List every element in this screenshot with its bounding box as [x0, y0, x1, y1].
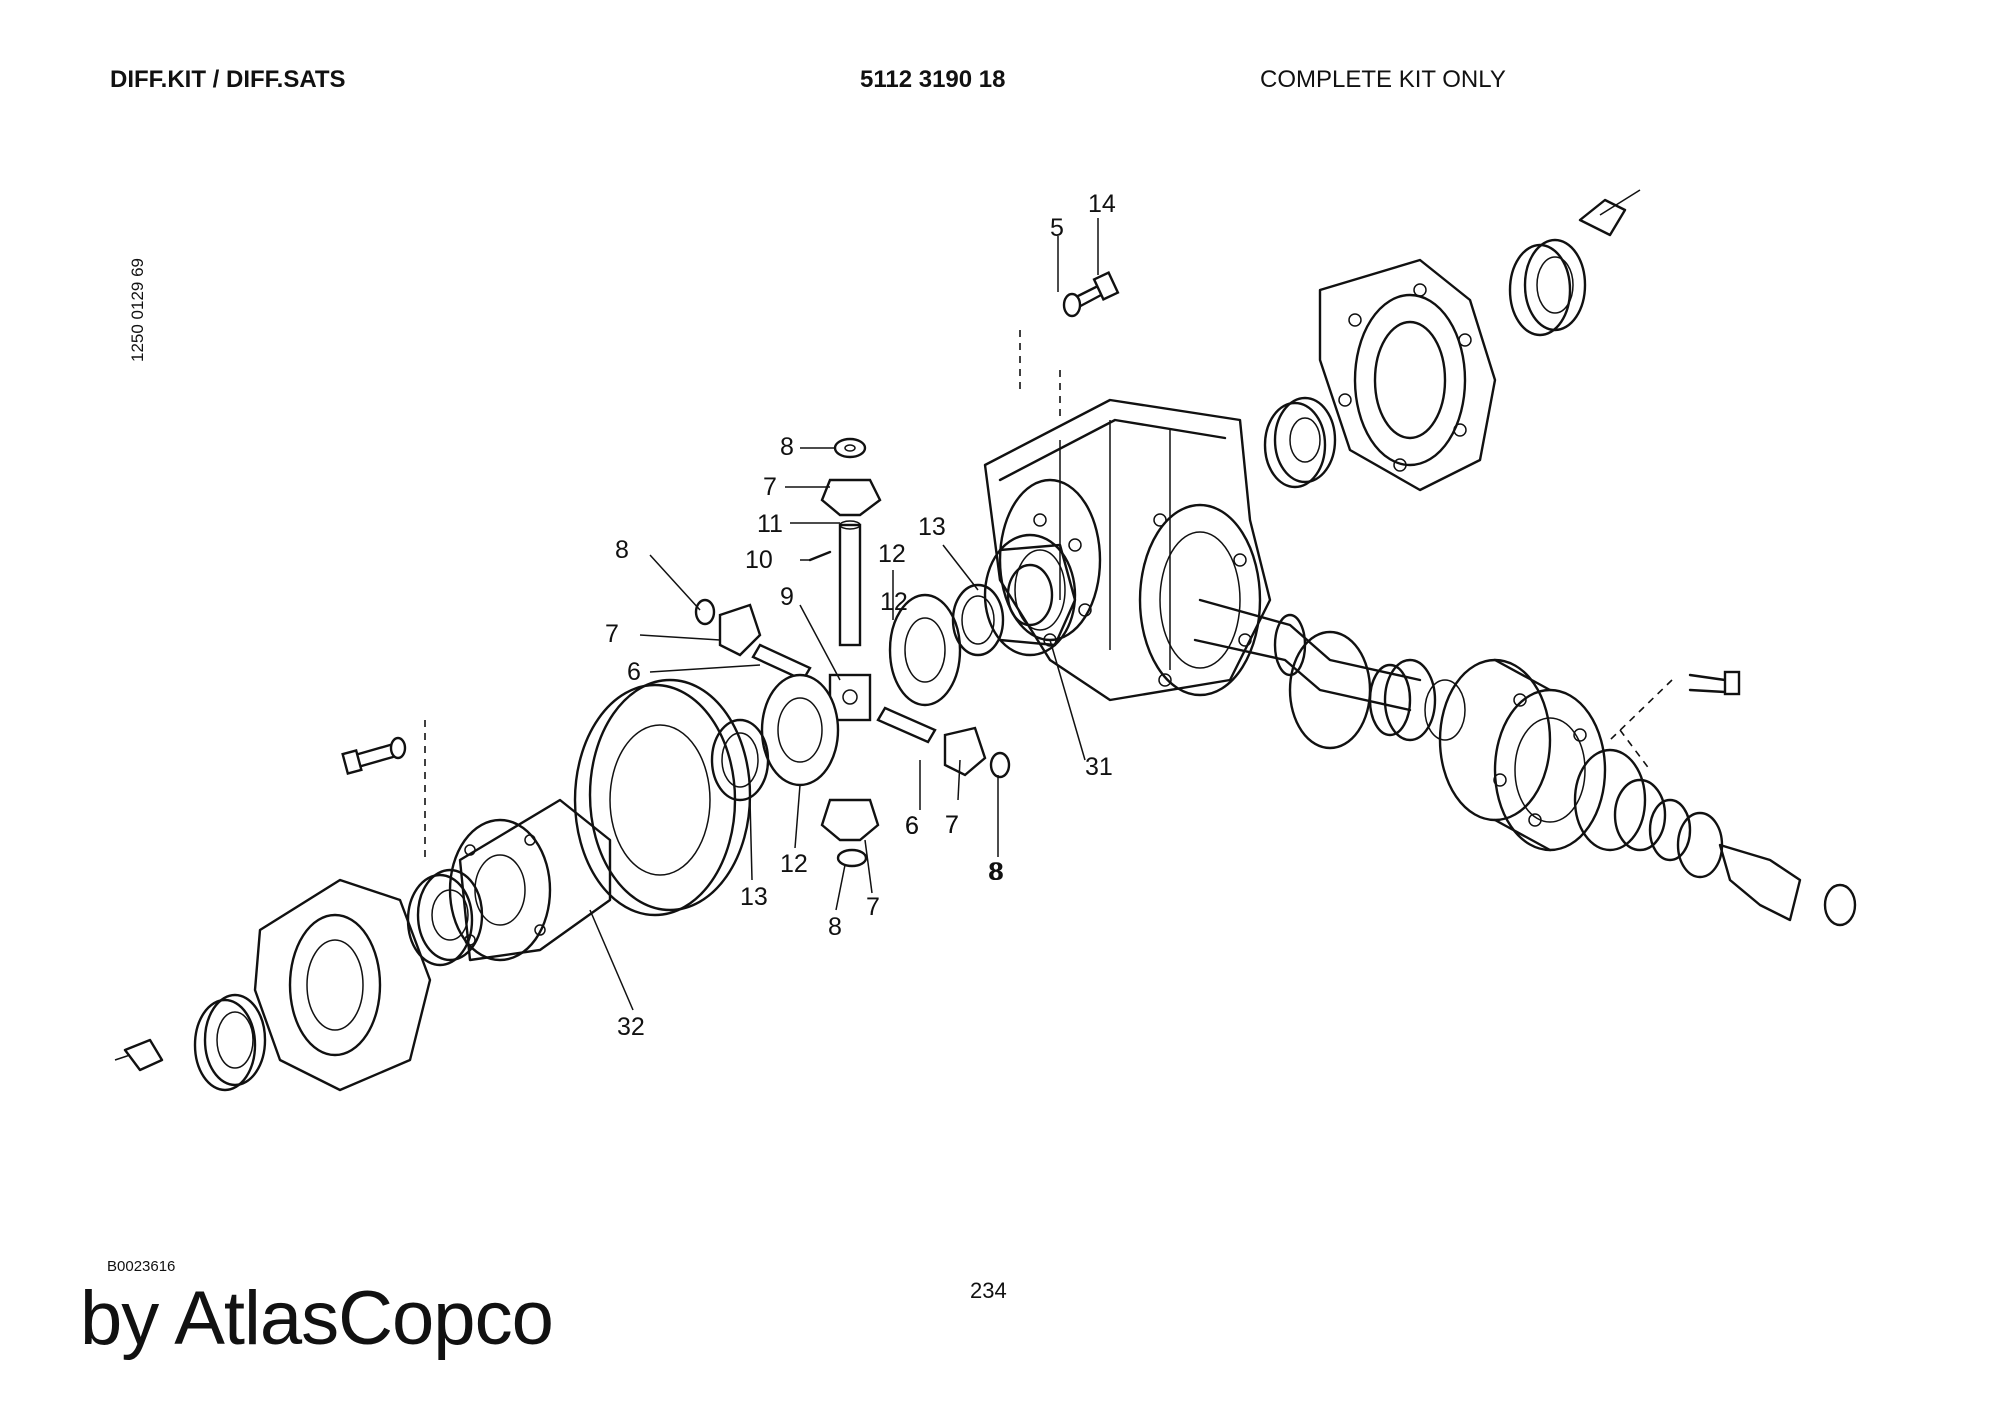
- image-code: B0023616: [107, 1258, 176, 1275]
- planet-gear-7-bottom: [820, 798, 880, 842]
- callout-8-right: 8: [988, 858, 1002, 886]
- callout-9: 9: [780, 583, 794, 611]
- document-title: DIFF.KIT / DIFF.SATS: [110, 66, 346, 93]
- differential-case-32: [448, 798, 612, 962]
- thrust-washer-13-left: [710, 718, 770, 802]
- callout-10: 10: [745, 546, 773, 574]
- right-locking-clip: [1578, 189, 1641, 237]
- thrust-washer-13-right: [951, 583, 1005, 657]
- callout-14: 14: [1088, 190, 1116, 218]
- callout-labels: 5 14 8 7 11 10 12 13 8 9 7 6 12 31 6 7 8…: [605, 190, 1116, 1041]
- callout-7-bottom: 7: [866, 893, 880, 921]
- washer-5: [1062, 292, 1082, 318]
- cross-pin-11: [838, 520, 862, 647]
- part-number: 5112 3190 18: [860, 66, 1006, 93]
- brand-footer: by AtlasCopco: [80, 1276, 554, 1361]
- side-gear-12-right: [888, 593, 962, 707]
- leader-lines: [589, 218, 1099, 1011]
- callout-6-right: 6: [905, 812, 919, 840]
- callout-12-right: 12: [880, 588, 908, 616]
- right-bearing-cup: [1263, 396, 1337, 489]
- left-side-cover: [253, 878, 432, 1092]
- callout-32: 32: [617, 1013, 645, 1041]
- ring-gear: [573, 678, 752, 917]
- page-number: 234: [970, 1278, 1007, 1303]
- left-roller-bearing: [193, 993, 267, 1092]
- callout-12-bottom: 12: [780, 850, 808, 878]
- left-locking-clip: [114, 1038, 164, 1072]
- pin-6-right: [876, 706, 937, 744]
- callout-6-bottom: 6: [905, 812, 919, 840]
- thrust-washer-8-left: [694, 598, 716, 626]
- thrust-washer-8-right: [989, 751, 1011, 779]
- callout-13-top: 13: [918, 513, 946, 541]
- kit-note: COMPLETE KIT ONLY: [1260, 66, 1506, 93]
- callout-13-bottom: 13: [740, 883, 768, 911]
- callout-7-left: 7: [605, 620, 619, 648]
- axle-housing: [983, 398, 1272, 702]
- pinion-carrier-flange: [1438, 658, 1857, 927]
- callout-12-top: 12: [878, 540, 906, 568]
- thrust-washer-8-top: [833, 437, 867, 459]
- callout-8-right-2: 8: [990, 858, 1004, 886]
- callout-7-top: 7: [763, 473, 777, 501]
- callout-31: 31: [1085, 753, 1113, 781]
- differential-carrier-flange: [983, 533, 1077, 657]
- roll-pin-10: [808, 550, 832, 562]
- callout-7-right-2: 7: [945, 811, 959, 839]
- right-roller-bearing: [1508, 238, 1587, 337]
- callout-11: 11: [757, 510, 783, 538]
- planet-gear-7-left: [718, 603, 762, 657]
- pinion-shaft: [1193, 598, 1466, 750]
- callout-8-bottom: 8: [828, 913, 842, 941]
- thrust-washer-8-bottom: [836, 848, 868, 868]
- callout-8-left: 8: [615, 536, 629, 564]
- right-side-cover: [1318, 258, 1497, 492]
- planet-gear-7-top: [820, 478, 882, 517]
- left-cover-bolt: [341, 736, 407, 775]
- callout-6-left: 6: [627, 658, 641, 686]
- callout-8-top: 8: [780, 433, 794, 461]
- planet-gear-7-right: [943, 726, 987, 777]
- callout-7-right: 7: [945, 811, 959, 839]
- callout-5: 5: [1050, 214, 1064, 242]
- pinion-flange-bolt: [1688, 670, 1741, 696]
- side-gear-12-left: [760, 673, 840, 787]
